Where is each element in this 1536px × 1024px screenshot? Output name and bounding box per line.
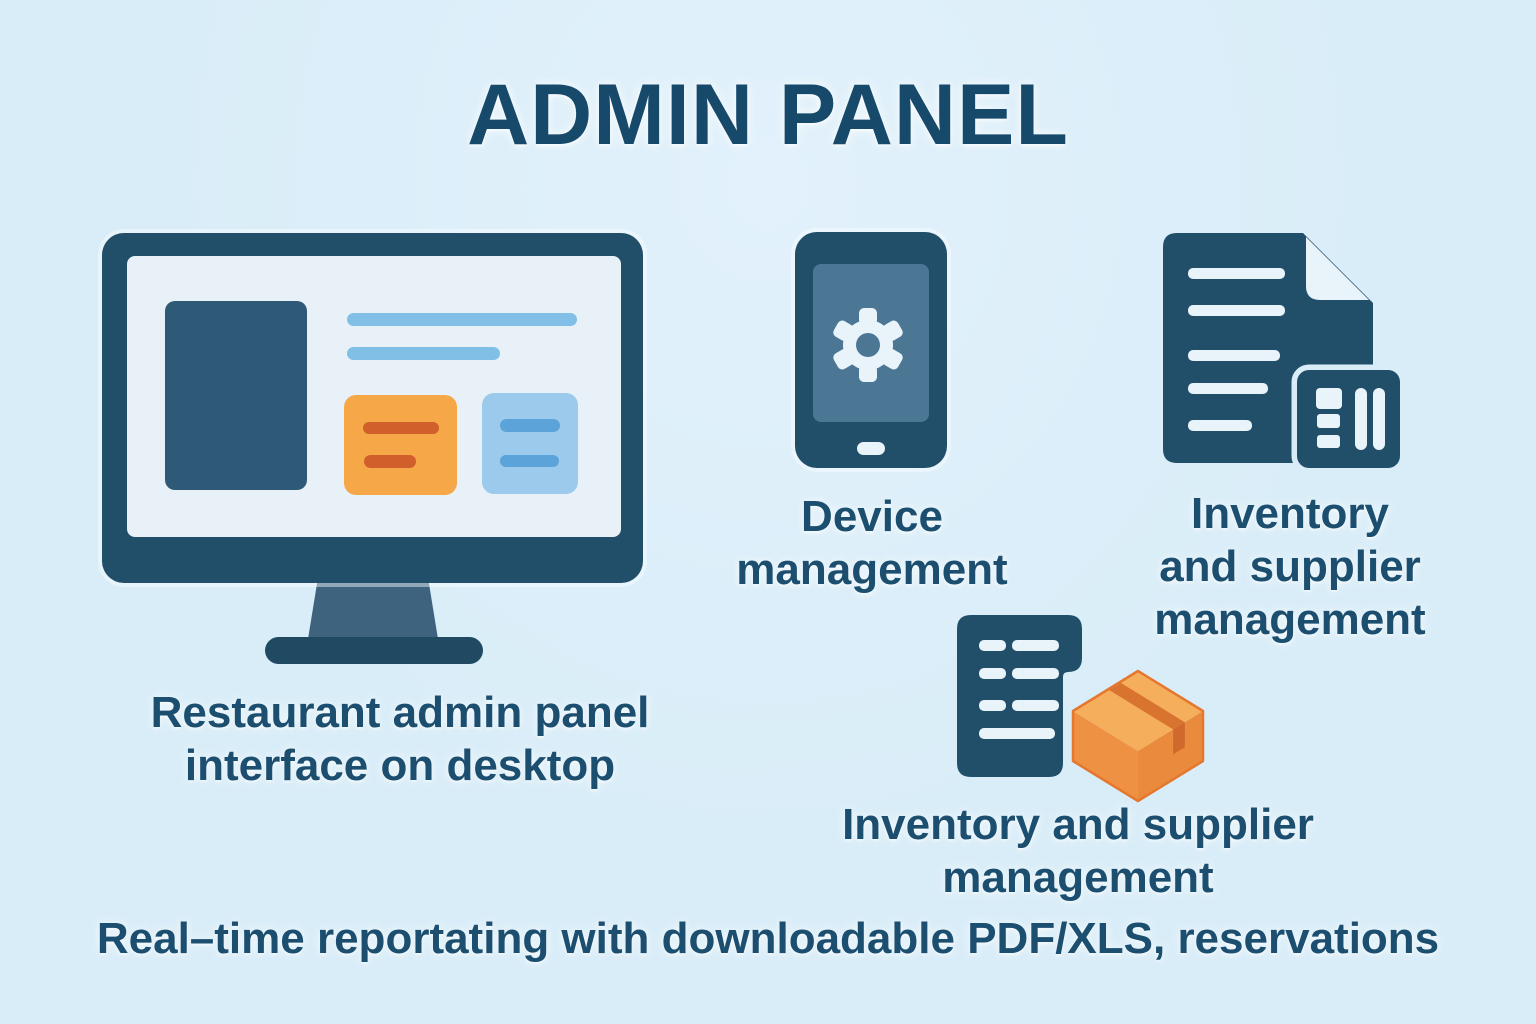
screen-sidebar-block <box>165 301 307 490</box>
inventory-doc-caption: Inventory and supplier management <box>1100 487 1480 646</box>
inventory-box-caption: Inventory and supplier management <box>818 798 1338 904</box>
caption-line: Inventory and supplier <box>842 800 1314 849</box>
monitor-screen <box>127 256 621 537</box>
caption-line: Inventory <box>1190 489 1390 538</box>
screen-blue-card <box>482 393 578 494</box>
caption-line: and supplier <box>1159 542 1421 591</box>
mobile-settings-icon <box>795 232 947 468</box>
device-caption: Device management <box>692 490 1052 596</box>
screen-orange-card <box>344 395 457 495</box>
phone-home-button <box>857 442 885 455</box>
shipping-box-icon <box>1067 665 1209 807</box>
desktop-monitor-icon <box>102 233 643 583</box>
monitor-stand-base <box>265 637 483 664</box>
caption-line: Restaurant admin panel <box>150 688 650 737</box>
document-invoice-icon <box>1163 233 1406 474</box>
blue-card-bar <box>500 419 560 432</box>
caption-line: management <box>1154 595 1426 644</box>
footer-text: Real–time reportating with downloadable … <box>96 914 1440 963</box>
gear-icon <box>833 308 903 382</box>
orange-card-bar <box>364 455 416 468</box>
document-box-icon <box>957 615 1209 807</box>
caption-line: Device <box>801 492 943 541</box>
orange-card-bar <box>363 422 439 434</box>
page-title: ADMIN PANEL <box>467 67 1069 163</box>
caption-line: interface on desktop <box>184 741 616 790</box>
desktop-caption: Restaurant admin panel interface on desk… <box>90 686 710 792</box>
screen-text-bar-long <box>347 313 577 326</box>
blue-card-bar <box>500 455 559 467</box>
caption-line: management <box>942 853 1214 902</box>
monitor-stand-neck <box>308 575 438 639</box>
screen-text-bar-short <box>347 347 500 360</box>
caption-line: management <box>736 545 1008 594</box>
